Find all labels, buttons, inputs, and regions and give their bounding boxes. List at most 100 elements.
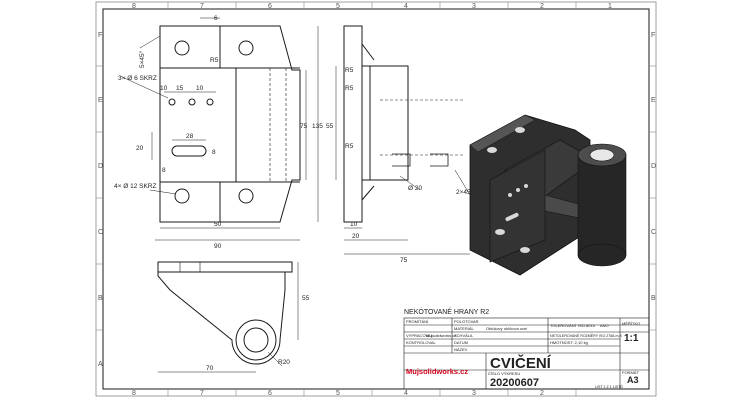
mounting-hole	[174, 188, 190, 204]
iso-bore	[589, 148, 615, 162]
zone-bottom-6: 6	[268, 390, 272, 397]
zone-right-d: D	[651, 163, 656, 170]
tolerance-flag: ANO	[600, 323, 609, 328]
dim-20: 20	[136, 145, 144, 152]
bore-inner	[243, 327, 269, 353]
iso-slot	[505, 212, 519, 222]
label-title: NÁZEV	[454, 347, 468, 352]
iso-hole	[520, 247, 530, 253]
iso-hole	[487, 147, 497, 153]
dim-6: 6	[214, 15, 218, 22]
side-view	[335, 25, 471, 255]
dim-50: 50	[214, 221, 222, 228]
dim-70: 70	[206, 365, 214, 372]
zone-left-d: D	[98, 163, 103, 170]
dim-r5c: R5	[345, 143, 354, 150]
dim-75-side: 75	[400, 257, 408, 264]
dim-chamfer2: 2×45°	[456, 188, 474, 196]
inner-frame	[102, 8, 650, 390]
zone-top-3: 3	[472, 3, 476, 10]
zone-right-f: F	[651, 32, 655, 39]
small-hole	[188, 98, 196, 106]
label-projection: PROMÍTÁNÍ	[406, 319, 429, 324]
tolerance-value: ISO 8015	[578, 323, 596, 328]
mounting-hole	[238, 188, 254, 204]
zone-ticks	[96, 2, 656, 396]
section-break	[392, 153, 411, 167]
iso-body	[489, 149, 546, 263]
mounting-hole	[238, 40, 254, 56]
dim-r5a: R5	[345, 67, 354, 74]
isometric-view	[469, 114, 627, 276]
label-material: MATERIÁL	[454, 326, 474, 331]
material-value: Oblúkový uhlíková ocel	[486, 326, 527, 331]
zone-right-e: E	[651, 97, 656, 104]
zone-top-1: 1	[608, 3, 612, 10]
iso-small-hole	[516, 188, 520, 192]
iso-small-hole	[508, 193, 512, 197]
zone-bottom-5: 5	[336, 390, 340, 397]
drawing-number: 20200607	[490, 377, 539, 389]
zone-left-f: F	[98, 32, 102, 39]
iso-cylinder-bottom	[577, 243, 627, 267]
label-approved: SCHVÁLIL	[454, 333, 474, 338]
dim-r5: R5	[210, 57, 219, 64]
label-blank: POLOTOVAR	[454, 319, 479, 324]
tolerance-label: TOLEROVÁNÍ	[550, 323, 577, 328]
label-author: VYPRACOVAL	[406, 333, 434, 338]
dim-chamfer: 5×45°	[138, 50, 146, 68]
zone-bottom-3: 3	[472, 390, 476, 397]
zone-top-2: 2	[540, 3, 544, 10]
zone-left-c: C	[98, 229, 103, 236]
format-label: FORMÁT	[622, 370, 639, 375]
top-dim-lines	[158, 262, 299, 373]
slot	[171, 145, 207, 157]
zone-bottom-2: 2	[540, 390, 544, 397]
side-dim-lines	[335, 66, 471, 255]
iso-hole	[495, 229, 505, 235]
dim-8b: 8	[162, 167, 166, 174]
scale-label: MĚŘÍTKO	[622, 321, 640, 326]
zone-left-a: A	[98, 361, 103, 368]
dim-d20: Ø 20	[408, 185, 422, 192]
section-break	[430, 153, 449, 167]
mass-value: HMOTNOST: 2,10 kg	[550, 340, 588, 345]
dim-r5b: R5	[345, 85, 354, 92]
dim-holes-small: 3× Ø 6 SKRZ	[118, 75, 157, 82]
outer-frame	[95, 1, 657, 397]
bore-outer	[235, 319, 277, 361]
general-note: NEKÓTOVANÉ HRANY R2	[404, 307, 489, 316]
dim-135: 135	[312, 123, 323, 130]
author-value: Mujsolidworks.cz	[426, 333, 456, 338]
dim-15: 15	[176, 85, 184, 92]
dim-holes-big: 4× Ø 12 SKRZ	[114, 183, 156, 190]
small-hole	[206, 98, 214, 106]
zone-left-e: E	[98, 97, 103, 104]
iso-cylinder	[577, 154, 627, 256]
dim-55-top: 55	[302, 295, 310, 302]
dim-10b: 10	[196, 85, 204, 92]
zone-top-4: 4	[404, 3, 408, 10]
zone-top-5: 5	[336, 3, 340, 10]
zone-bottom-7: 7	[200, 390, 204, 397]
label-checked: KONTROLOVAL	[406, 340, 436, 345]
front-dim-lines	[119, 17, 319, 241]
zone-bottom-8: 8	[132, 390, 136, 397]
dim-10: 10	[350, 221, 358, 228]
zone-right-c: C	[651, 229, 656, 236]
mounting-hole	[174, 40, 190, 56]
front-outline	[159, 25, 301, 223]
dim-10a: 10	[160, 85, 168, 92]
zone-right-b: B	[651, 295, 656, 302]
dim-75: 75	[300, 123, 308, 130]
sheet-info: LIST 1 Z 1 LISTŮ	[595, 384, 623, 389]
format-value: A3	[627, 375, 639, 385]
side-outline	[343, 25, 409, 223]
dim-55: 55	[326, 123, 334, 130]
iso-plate-edge	[469, 114, 536, 153]
untoleranced-dims: NETOLEROVANÉ ROZMĚRY ISO 2768-m-K	[550, 333, 623, 338]
iso-small-hole	[524, 184, 528, 188]
dim-20b: 20	[352, 233, 360, 240]
company-logo: Mujsolidworks.cz	[406, 367, 468, 376]
front-view	[119, 17, 319, 241]
